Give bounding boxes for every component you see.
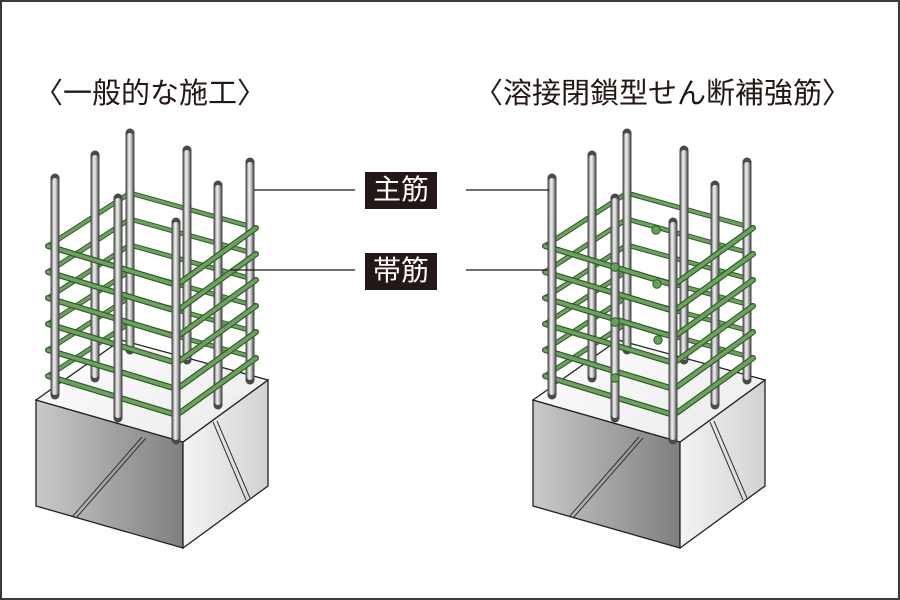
main-rebar-back <box>743 162 751 380</box>
base-joint-line <box>709 421 744 501</box>
base-joint-line <box>572 437 644 519</box>
main-rebar-back <box>126 133 134 350</box>
weld-point-icon <box>652 279 662 289</box>
base-joint-line <box>212 421 247 501</box>
main-rebar-back <box>91 155 99 378</box>
main-rebar-back <box>711 185 719 405</box>
main-rebar-front <box>172 222 180 440</box>
main-rebar-back <box>623 133 631 350</box>
label-hoop-rebar: 帯筋 <box>365 253 438 290</box>
base-joint-line <box>568 436 640 518</box>
weld-point-icon <box>610 373 620 383</box>
main-rebar-front <box>548 178 556 395</box>
column-conventional <box>34 128 270 550</box>
title-conventional: 〈一般的な施工〉 <box>34 76 267 110</box>
main-rebar-front <box>611 198 619 418</box>
main-rebar-back <box>214 185 222 405</box>
base-joint-line <box>216 420 251 499</box>
main-rebar-front <box>669 222 677 440</box>
label-main-rebar: 主筋 <box>365 172 438 209</box>
leader-lines <box>230 189 549 271</box>
weld-point-icon <box>651 225 661 235</box>
base-joint-line <box>713 420 748 499</box>
main-rebar-front <box>51 178 59 395</box>
weld-point-icon <box>610 317 620 327</box>
main-rebar-back <box>246 162 254 380</box>
title-welded: 〈溶接閉鎖型せん断補強筋〉 <box>474 76 852 110</box>
base-joint-line <box>75 437 147 519</box>
base-joint-line <box>71 436 143 518</box>
column-welded <box>531 128 767 550</box>
weld-point-icon <box>610 262 620 272</box>
main-rebar-front <box>114 198 122 418</box>
weld-point-icon <box>653 335 663 345</box>
main-rebar-back <box>588 155 596 378</box>
